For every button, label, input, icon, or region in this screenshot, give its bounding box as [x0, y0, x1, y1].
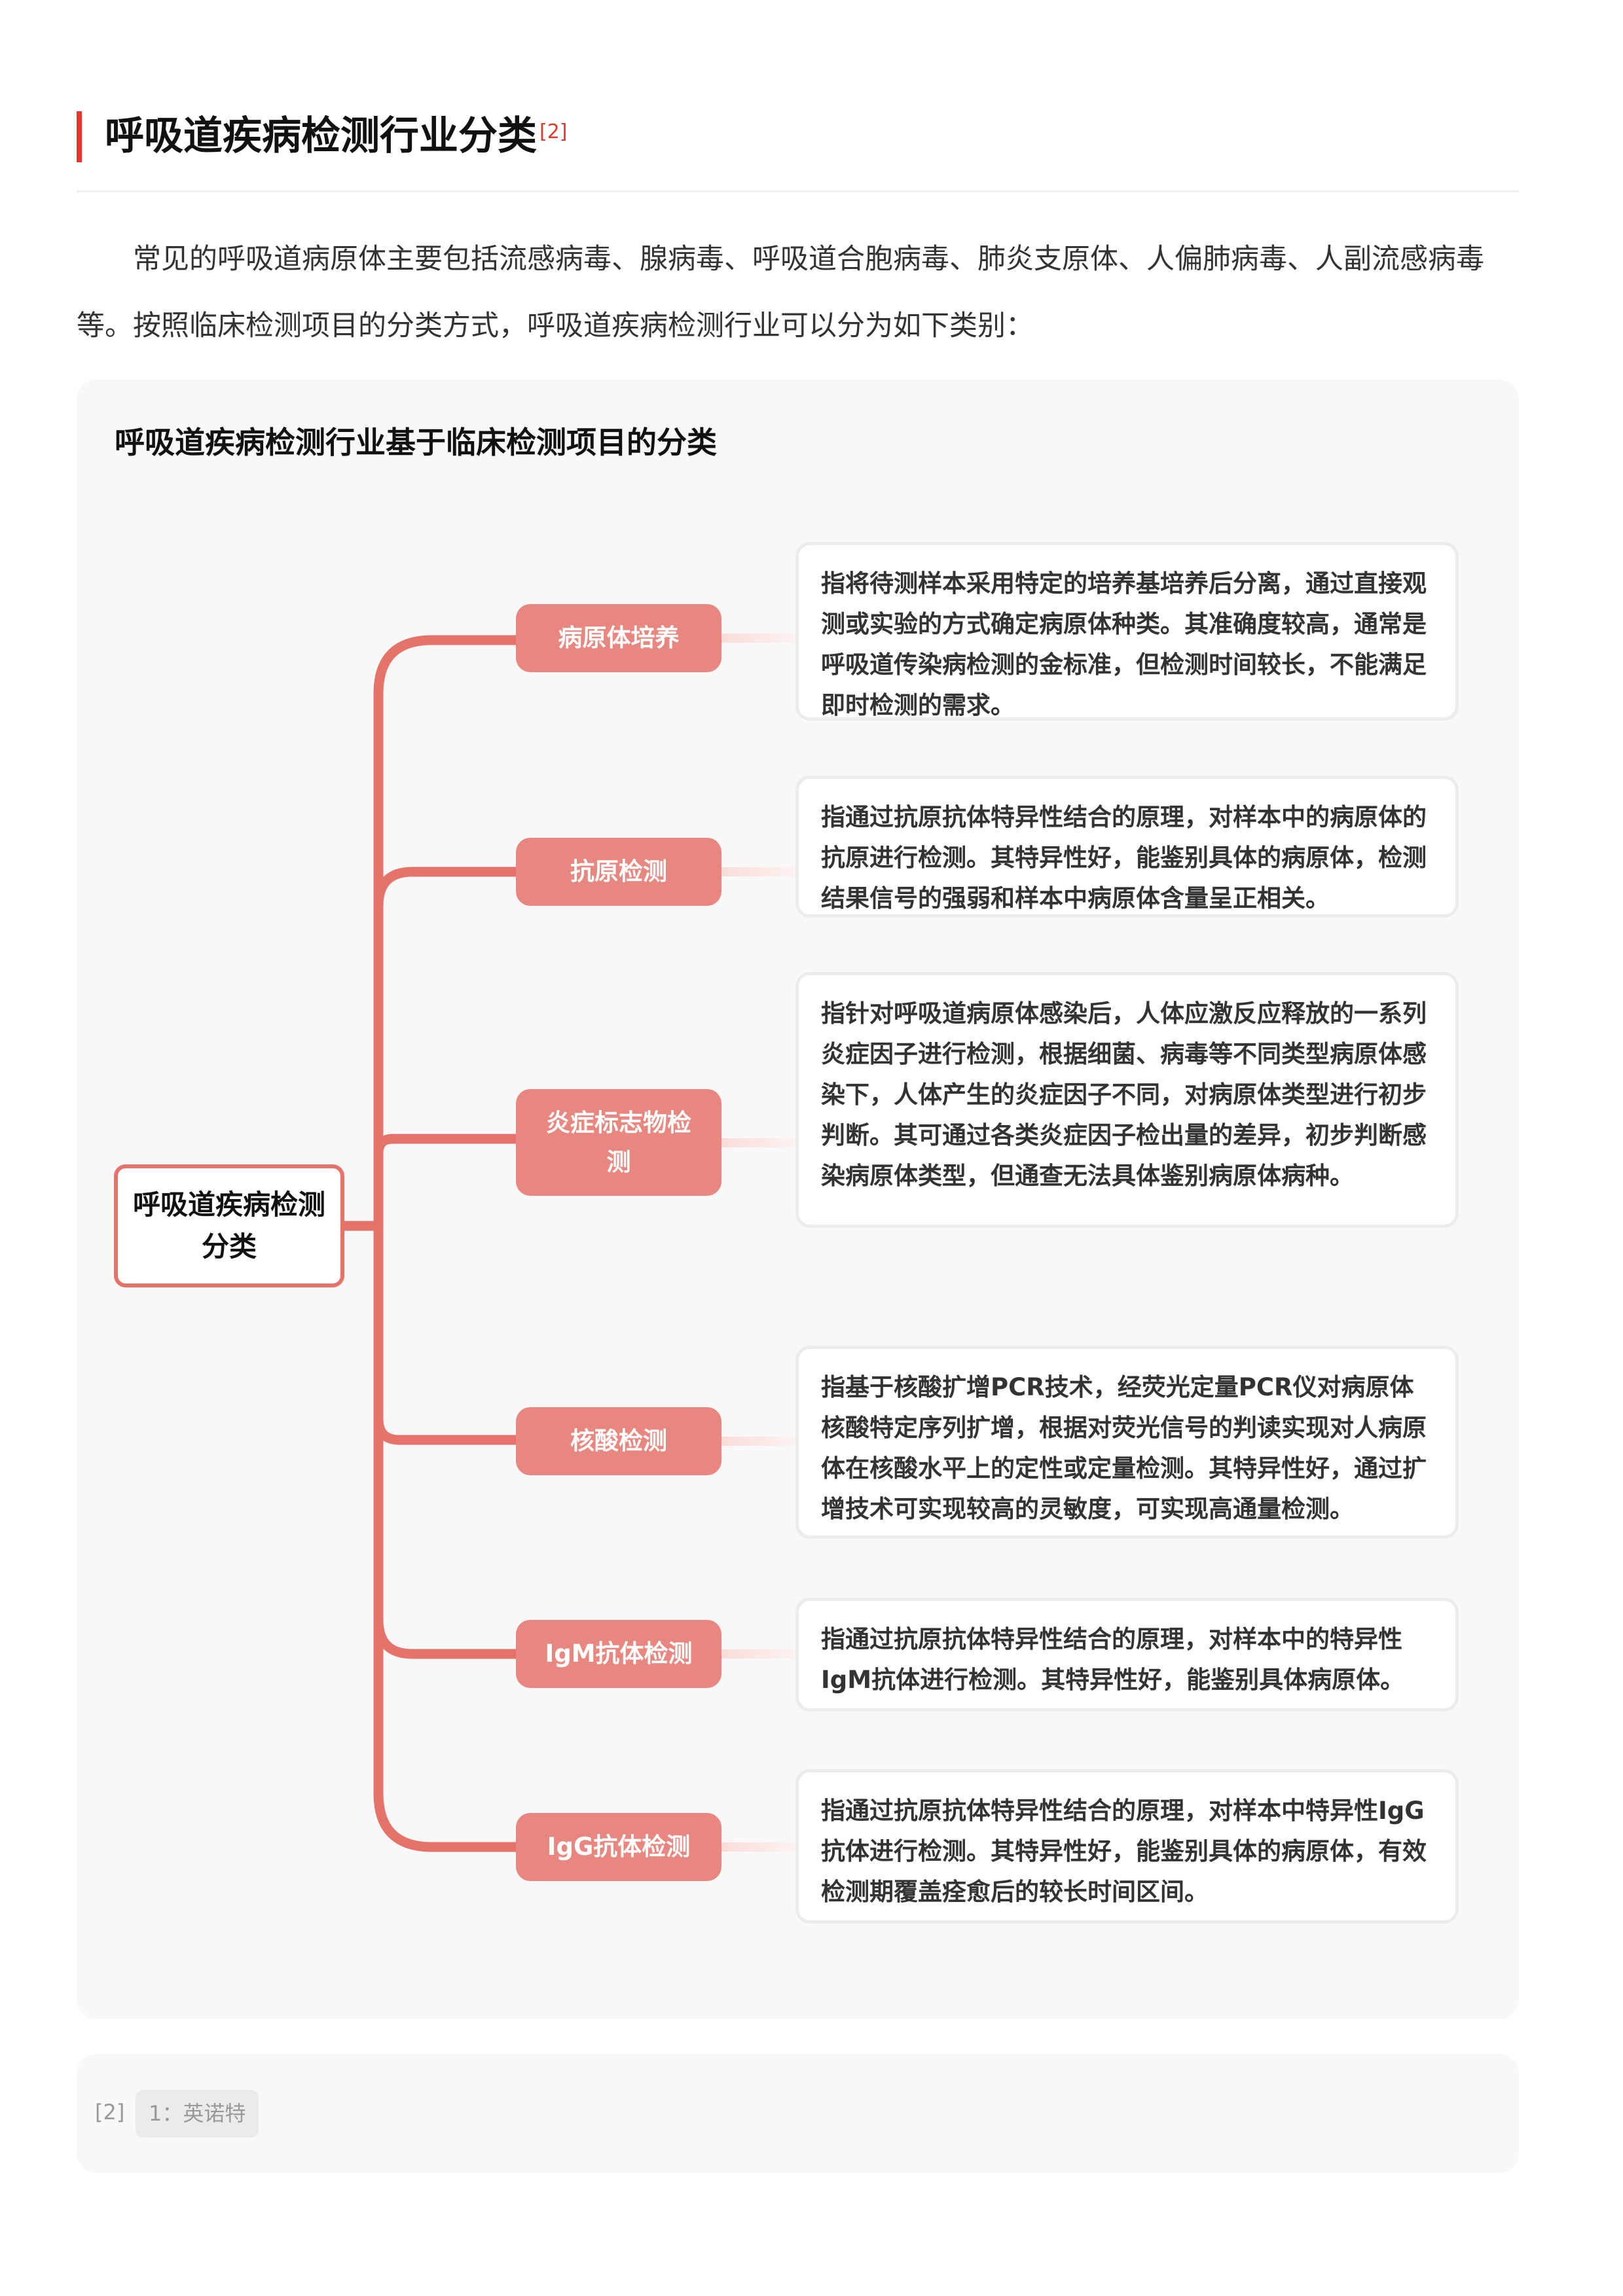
desc-connector-5	[721, 1649, 795, 1659]
desc-connector-4	[721, 1437, 795, 1446]
branch-node-inflammation: 炎症标志物检测	[516, 1089, 721, 1196]
branch-line-2	[373, 867, 521, 911]
desc-connector-6	[721, 1842, 795, 1852]
branch-line-4	[373, 1414, 521, 1445]
branch-node-igm: IgM抗体检测	[516, 1620, 721, 1688]
branch-node-igg: IgG抗体检测	[516, 1813, 721, 1881]
desc-box-inflammation: 指针对呼吸道病原体感染后，人体应激反应释放的一系列炎症因子进行检测，根据细菌、病…	[795, 972, 1459, 1228]
desc-connector-1	[721, 634, 795, 643]
page-title: 呼吸道疾病检测行业分类[2]	[105, 110, 568, 162]
desc-box-antigen: 指通过抗原抗体特异性结合的原理，对样本中的病原体的抗原进行检测。其特异性好，能鉴…	[795, 776, 1459, 918]
reference-source-tag[interactable]: 1：英诺特	[136, 2090, 259, 2138]
desc-box-nucleic-acid: 指基于核酸扩增PCR技术，经荧光定量PCR仪对病原体核酸特定序列扩增，根据对荧光…	[795, 1346, 1459, 1539]
branch-node-antigen: 抗原检测	[516, 838, 721, 906]
branch-line-5	[373, 1615, 521, 1659]
branch-node-pathogen-culture: 病原体培养	[516, 604, 721, 672]
reference-number: [2]	[95, 2100, 125, 2125]
branch-line-1	[373, 635, 521, 1231]
branch-line-3	[373, 1134, 521, 1158]
branch-line-6	[373, 1221, 521, 1852]
title-accent-bar	[77, 111, 82, 162]
page-title-text: 呼吸道疾病检测行业分类	[105, 113, 537, 159]
divider	[77, 190, 1519, 192]
references-panel	[77, 2054, 1519, 2173]
desc-connector-3	[721, 1138, 795, 1147]
intro-paragraph: 常见的呼吸道病原体主要包括流感病毒、腺病毒、呼吸道合胞病毒、肺炎支原体、人偏肺病…	[77, 243, 1484, 342]
panel-title: 呼吸道疾病检测行业基于临床检测项目的分类	[115, 425, 717, 460]
branch-node-nucleic-acid: 核酸检测	[516, 1407, 721, 1475]
desc-box-igg: 指通过抗原抗体特异性结合的原理，对样本中特异性IgG抗体进行检测。其特异性好，能…	[795, 1769, 1459, 1924]
desc-box-igm: 指通过抗原抗体特异性结合的原理，对样本中的特异性IgM抗体进行检测。其特异性好，…	[795, 1598, 1459, 1712]
root-node: 呼吸道疾病检测分类	[114, 1164, 344, 1287]
desc-connector-2	[721, 867, 795, 876]
desc-box-pathogen-culture: 指将待测样本采用特定的培养基培养后分离，通过直接观测或实验的方式确定病原体种类。…	[795, 542, 1459, 721]
citation-link[interactable]: [2]	[539, 120, 568, 143]
